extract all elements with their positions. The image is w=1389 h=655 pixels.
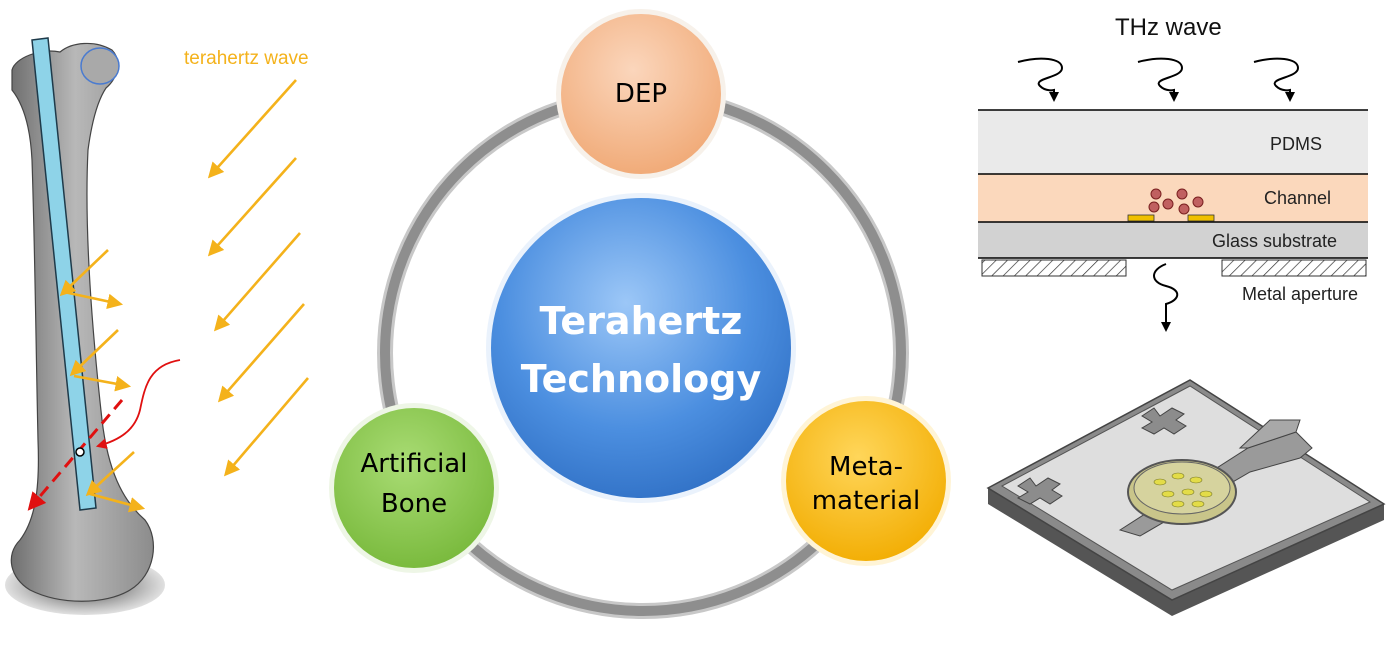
pdms-label: PDMS — [1270, 134, 1323, 154]
terahertz-wave-arrows — [207, 79, 309, 477]
red-dashed-arrow — [27, 399, 124, 511]
center-circle — [491, 198, 791, 498]
terahertz-wave-label: terahertz wave — [184, 48, 309, 69]
electrode-left — [1127, 214, 1155, 222]
thz-wave-squiggles — [1017, 57, 1300, 332]
bone-node-label-line1: Artificial — [360, 449, 468, 479]
metal-aperture-label: Metal aperture — [1242, 284, 1359, 304]
bone-node-label: Artificial Bone — [334, 444, 494, 524]
metal-aperture-left — [981, 259, 1127, 277]
meta-node-label-line2: material — [811, 486, 921, 516]
layer-lines — [978, 109, 1368, 259]
glass-substrate-label: Glass substrate — [1212, 231, 1338, 251]
electrode-right — [1187, 214, 1215, 222]
channel-label: Channel — [1264, 188, 1332, 208]
center-title: Terahertz Technology — [491, 292, 791, 408]
meta-node-label-line1: Meta- — [829, 452, 903, 482]
dep-node-label: DEP — [561, 78, 721, 110]
particles — [1148, 188, 1204, 215]
thz-wave-label: THz wave — [1115, 14, 1222, 41]
chip-3d — [986, 379, 1386, 616]
implant-rod — [31, 37, 97, 511]
dep-node-label-line1: DEP — [614, 79, 668, 109]
bone-node-label-line2: Bone — [380, 489, 448, 519]
meta-node — [786, 401, 946, 561]
bone-node — [334, 408, 494, 568]
channel-layer — [978, 174, 1368, 222]
center-title-line1: Terahertz — [539, 299, 743, 343]
glass-layer — [978, 222, 1368, 258]
femur-bone — [10, 42, 154, 602]
reflection-arrows — [59, 249, 146, 513]
femoral-head — [80, 47, 120, 85]
red-curved-arrow — [95, 359, 181, 449]
dep-node — [561, 14, 721, 174]
meta-node-label: Meta- material — [786, 450, 946, 518]
defect-marker — [75, 447, 85, 457]
center-title-line2: Technology — [520, 357, 762, 401]
metal-aperture-right — [1221, 259, 1367, 277]
pdms-layer — [978, 110, 1368, 174]
